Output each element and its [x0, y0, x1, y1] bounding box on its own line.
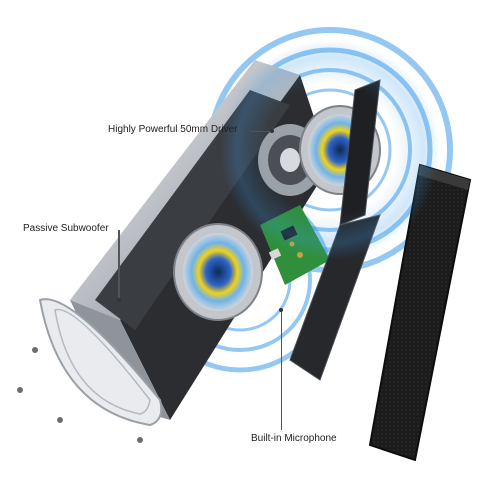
driver-callout-line: [250, 131, 272, 132]
microphone-callout-line: [281, 310, 282, 430]
driver-callout-dot: [270, 129, 274, 133]
subwoofer-callout-label: Passive Subwoofer: [23, 223, 109, 234]
main-driver-lower: [173, 223, 263, 321]
subwoofer-callout-line: [118, 230, 120, 300]
microphone-callout-label: Built-in Microphone: [251, 433, 337, 444]
screw-icon: [17, 347, 143, 443]
microphone-callout-dot: [279, 308, 283, 312]
subwoofer-callout-dot: [117, 298, 121, 302]
passive-subwoofer: [38, 298, 163, 427]
driver-callout-label: Highly Powerful 50mm Driver: [108, 124, 238, 135]
